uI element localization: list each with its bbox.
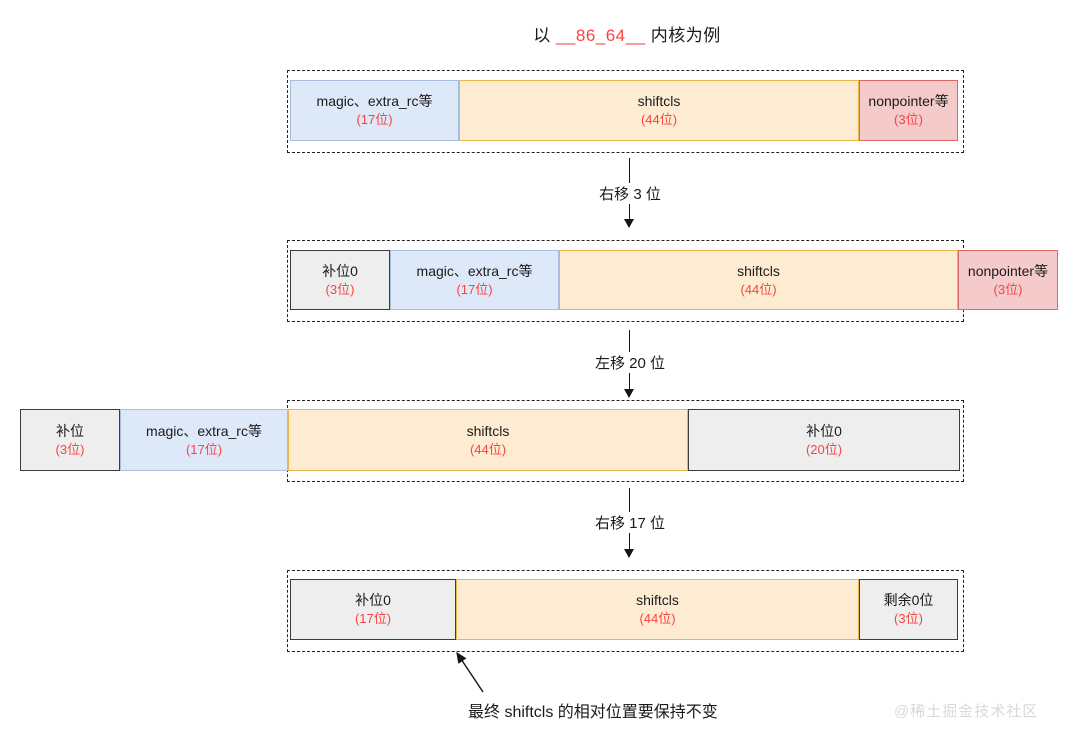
row2-block-pad0: 补位0 (3位) [290, 250, 390, 310]
watermark: @稀土掘金技术社区 [894, 703, 1039, 720]
page-title: 以 __86_64__ 内核为例 [533, 21, 721, 46]
block-label: shiftcls [637, 93, 681, 110]
block-bits: (3位) [325, 281, 355, 297]
row2-block-shiftcls: shiftcls (44位) [559, 250, 958, 310]
row4-block-remaining0: 剩余0位 (3位) [859, 579, 958, 640]
shift-label-2: 左移 20 位 [591, 352, 669, 373]
block-label: magic、extra_rc等 [416, 262, 533, 279]
block-bits: (3位) [894, 611, 923, 627]
block-label: shiftcls [636, 592, 679, 609]
row3-block-pad0-20: 补位0 (20位) [688, 409, 960, 471]
row1-dashed-frame [287, 70, 964, 153]
shift-label-3: 右移 17 位 [591, 512, 669, 533]
row4-dashed-frame [287, 570, 964, 652]
block-bits: (3位) [993, 281, 1023, 297]
row2-block-magic: magic、extra_rc等 (17位) [390, 250, 559, 310]
block-label: 补位0 [355, 592, 391, 609]
block-label: nonpointer等 [967, 262, 1049, 279]
block-bits: (17位) [185, 441, 223, 457]
block-bits: (17位) [354, 611, 392, 627]
block-label: 补位 [56, 422, 84, 439]
row4-block-pad0-17: 补位0 (17位) [290, 579, 456, 640]
block-label: 补位0 [322, 262, 358, 279]
final-note: 最终 shiftcls 的相对位置要保持不变 [468, 704, 718, 721]
block-bits: (3位) [894, 112, 923, 128]
row1-block-nonpointer: nonpointer等 (3位) [859, 80, 958, 141]
row3-block-shiftcls: shiftcls (44位) [288, 409, 688, 471]
row3-block-pad-overflow: 补位 (3位) [20, 409, 120, 471]
block-label: shiftcls [737, 262, 780, 279]
row3-block-magic-overflow: magic、extra_rc等 (17位) [120, 409, 288, 471]
block-bits: (3位) [55, 441, 85, 457]
row2-block-nonpointer-overflow: nonpointer等 (3位) [958, 250, 1058, 310]
block-label: magic、extra_rc等 [146, 422, 262, 439]
block-bits: (44位) [740, 281, 777, 297]
block-bits: (17位) [456, 281, 493, 297]
title-highlight: __86_64__ [555, 26, 646, 45]
block-label: 补位0 [806, 422, 842, 439]
row4-block-shiftcls: shiftcls (44位) [456, 579, 859, 640]
block-bits: (17位) [356, 112, 393, 128]
row1-block-magic: magic、extra_rc等 (17位) [290, 80, 459, 141]
block-bits: (44位) [640, 112, 678, 128]
title-suffix: 内核为例 [645, 26, 721, 45]
block-label: 剩余0位 [883, 592, 934, 609]
block-label: nonpointer等 [868, 93, 949, 110]
block-bits: (44位) [639, 611, 676, 627]
row1-block-shiftcls: shiftcls (44位) [459, 80, 859, 141]
block-label: magic、extra_rc等 [316, 93, 433, 110]
title-prefix: 以 [533, 26, 556, 45]
shift-label-1: 右移 3 位 [596, 183, 664, 204]
note-pointer-arrow [456, 651, 484, 693]
block-label: shiftcls [466, 422, 510, 439]
block-bits: (44位) [469, 441, 507, 457]
block-bits: (20位) [805, 441, 843, 457]
